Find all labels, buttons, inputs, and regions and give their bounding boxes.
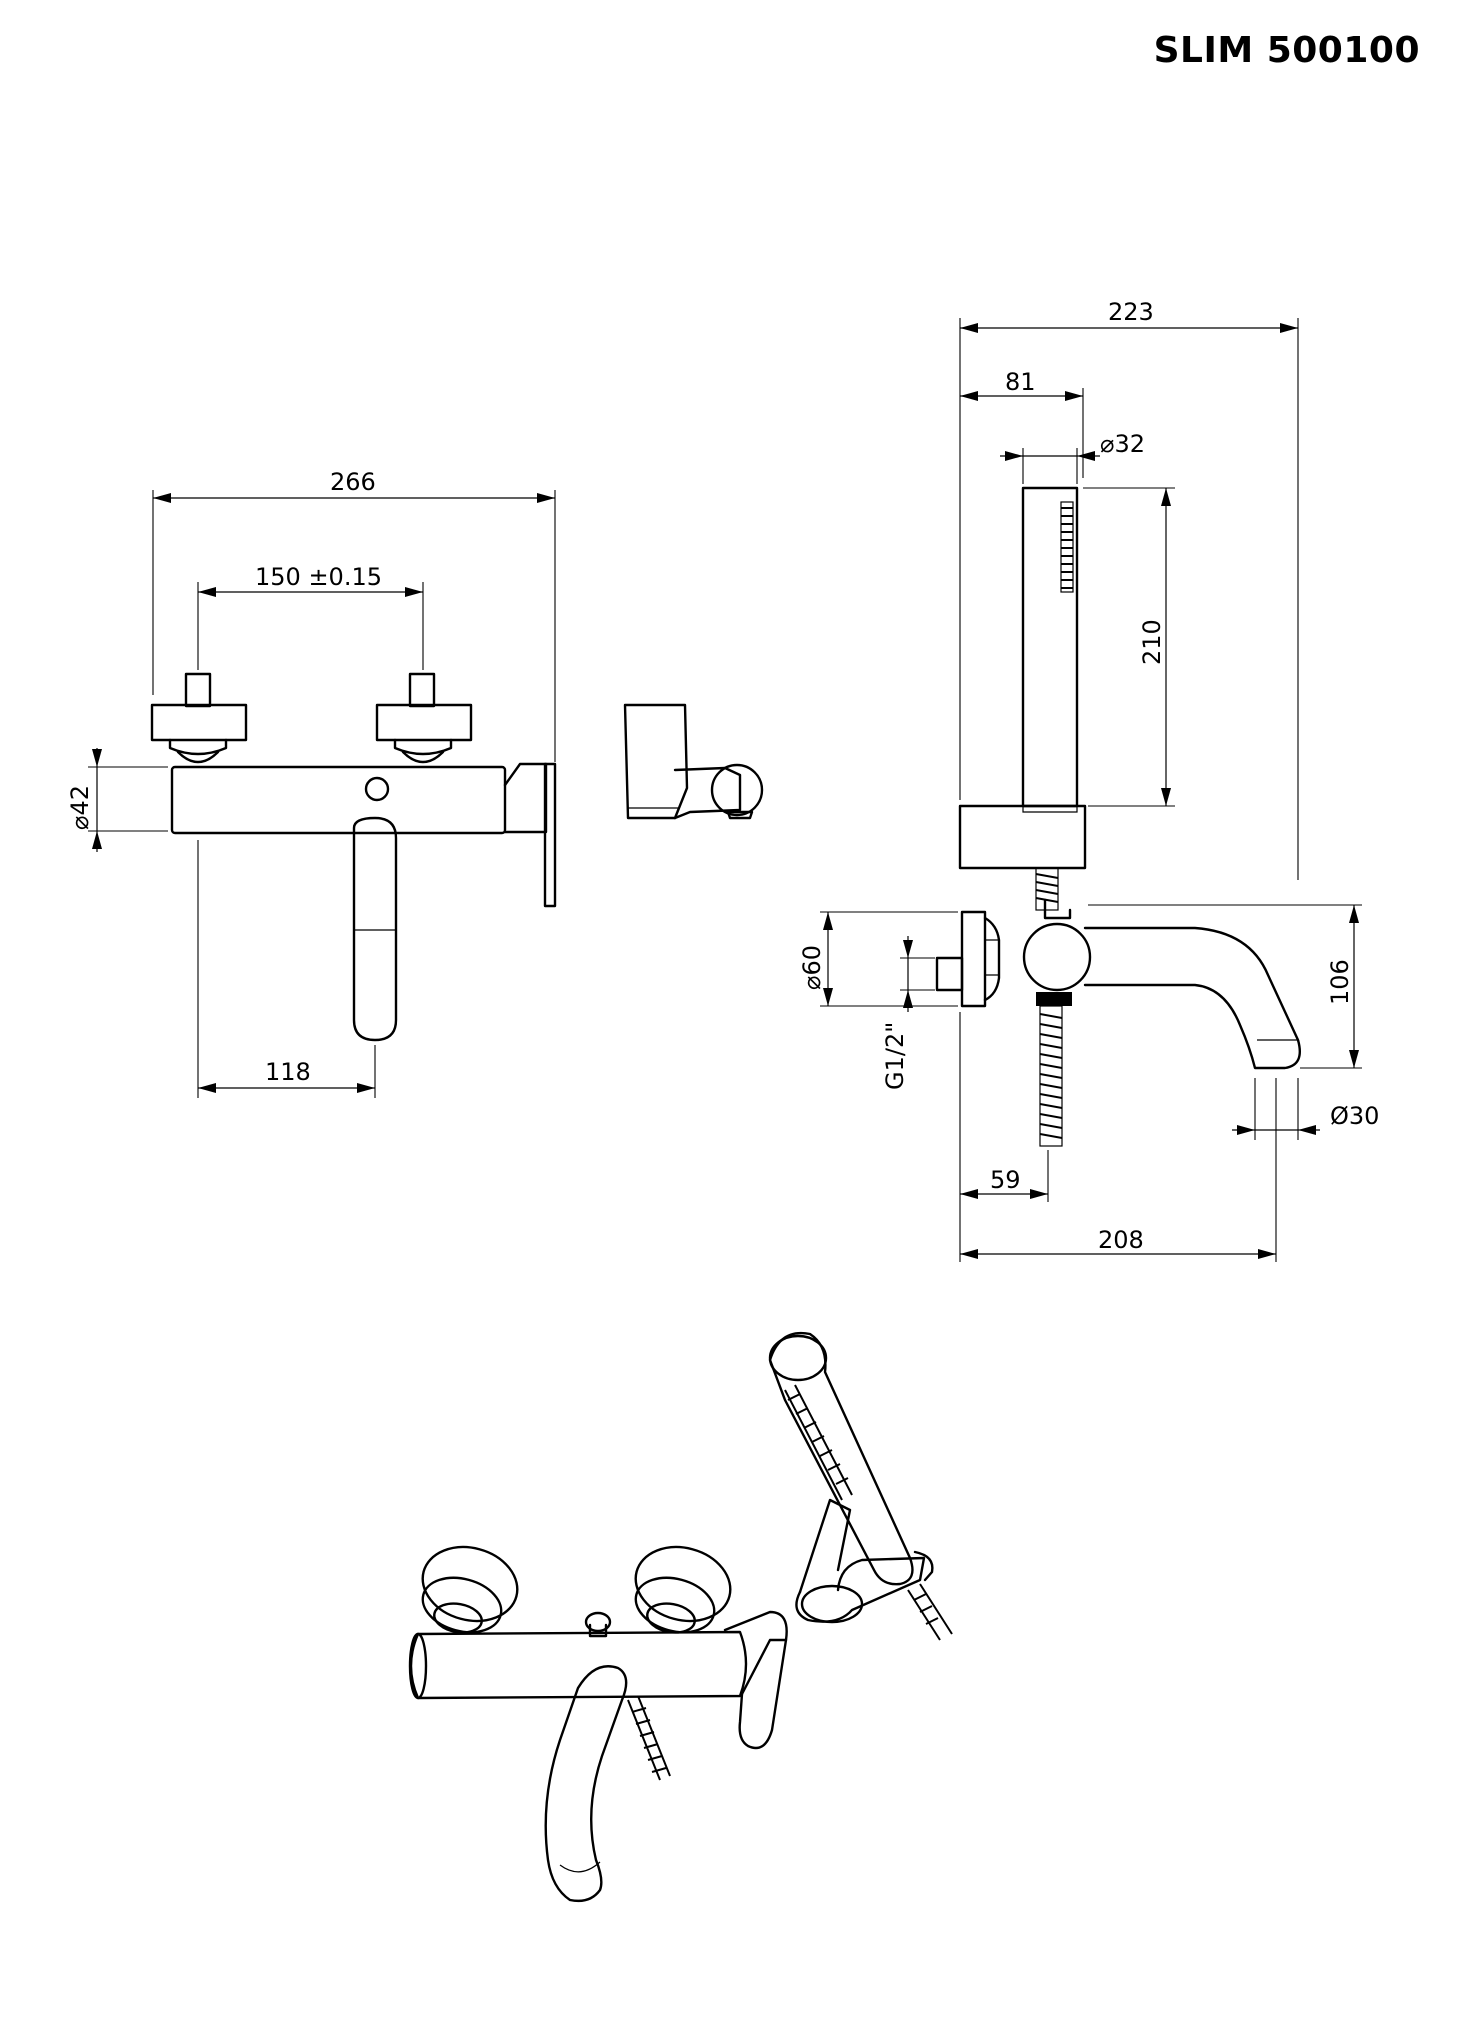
dim-hose-offset: 59 [990,1166,1021,1194]
dim-thread: G1/2" [881,1022,909,1090]
dim-hand-shower-diameter: ⌀32 [1100,430,1145,458]
dim-holder-offset: 81 [1005,368,1036,396]
dim-overall-depth: 223 [1108,298,1154,326]
dim-hand-shower-length: 210 [1138,619,1166,665]
dim-inlet-spacing: 150 ±0.15 [255,563,382,591]
dim-spout-offset: 118 [265,1058,311,1086]
dim-spout-diameter: Ø30 [1330,1102,1379,1130]
dim-spout-projection: 208 [1098,1226,1144,1254]
dim-flange-diameter: ⌀60 [798,945,826,990]
dim-body-diameter: ⌀42 [66,785,94,830]
front-view [150,672,557,1042]
isometric-view [408,1331,953,1903]
drawing-title: SLIM 500100 [1153,30,1420,71]
side-view [935,486,1302,1147]
side-view-dimensions: 223 81 ⌀32 210 ⌀60 G1/2" [798,298,1379,1262]
wall-holder-view [623,703,764,820]
dim-overall-width: 266 [330,468,376,496]
front-view-dimensions: 266 150 ±0.15 118 ⌀42 [66,468,556,1098]
dim-height: 106 [1326,959,1354,1005]
